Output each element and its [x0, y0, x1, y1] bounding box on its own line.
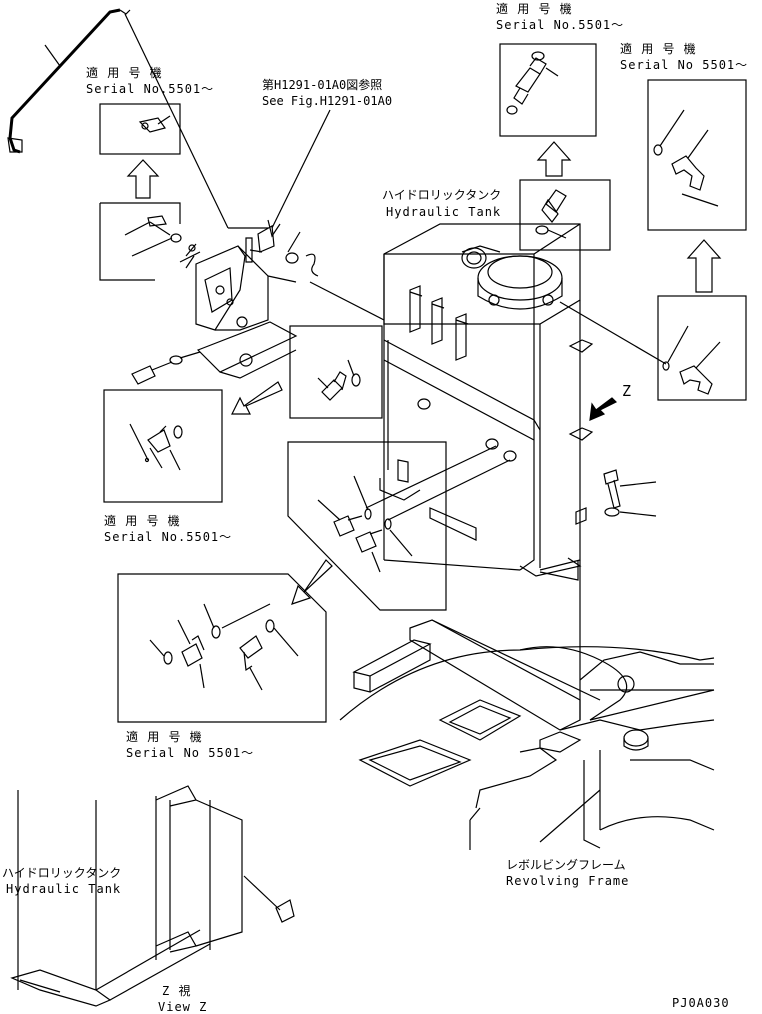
detail-box-top-center: [499, 43, 597, 137]
frame-leader: [539, 789, 601, 843]
arrow-head-icon: [267, 219, 281, 238]
serial-label-en: Serial No.5501～: [496, 18, 625, 32]
arrow-up-icon-2: [536, 141, 572, 177]
see-fig-label-jp: 第H1291-01A0図参照: [262, 78, 383, 92]
fitting-pair-icon: [317, 438, 517, 573]
tank-label-en: Hydraulic Tank: [6, 882, 122, 896]
fitting-icon: [138, 115, 171, 133]
bracket-part: [179, 237, 298, 379]
detail-box-top-left: [99, 103, 181, 155]
serial-label-jp: 適 用 号 機: [86, 66, 163, 80]
see-fig-label-en: See Fig.H1291-01A0: [262, 94, 393, 108]
revolving-frame: [339, 619, 715, 850]
leader-line: [44, 44, 61, 67]
detail-box-right: [657, 295, 747, 401]
elbow-fitting-icon-3: [662, 325, 721, 395]
valve-icon: [506, 51, 559, 115]
valve-icon-2: [535, 189, 567, 239]
serial-label-en: Serial No 5501～: [126, 746, 255, 760]
elbow-fitting-icon: [317, 359, 361, 401]
arrow-up-icon-3: [686, 239, 722, 293]
tank-label-jp: ハイドロリックタンク: [382, 188, 502, 202]
serial-label-jp: 適 用 号 機: [126, 730, 203, 744]
view-z-tank: [10, 785, 243, 1007]
plug-icon: [243, 875, 295, 923]
elbow-pipe-icon: [653, 109, 719, 207]
detail-box-center: [287, 441, 447, 611]
detail-box-bottom: [117, 573, 327, 723]
view-label-en: View Z: [158, 1000, 208, 1014]
frame-label-jp: レボルビングフレーム: [506, 858, 626, 872]
detail-box-fitting: [289, 325, 383, 419]
detail-box-mid-left: [103, 389, 223, 503]
tank-label-en: Hydraulic Tank: [386, 205, 502, 219]
detail-box-bolt: [99, 202, 181, 281]
view-letter-label: Z: [622, 382, 633, 400]
arrow-up-icon: [126, 159, 160, 199]
leader-line-right: [559, 301, 667, 365]
bolt-icon: [131, 351, 201, 385]
serial-label-en: Serial No.5501～: [104, 530, 233, 544]
fitting-set-icon: [149, 603, 299, 691]
serial-label-en: Serial No.5501～: [86, 82, 215, 96]
detail-box-top-center-2: [519, 179, 611, 251]
pipe-part: [7, 8, 268, 229]
view-z-arrow-icon: [589, 397, 618, 421]
serial-label-jp: 適 用 号 機: [620, 42, 697, 56]
leader-line-bracket: [309, 281, 385, 321]
serial-label-en: Serial No 5501～: [620, 58, 749, 72]
clamp-part: [257, 225, 319, 277]
drawing-code: PJ0A030: [672, 996, 730, 1010]
view-label-jp: Z 視: [162, 984, 192, 998]
arrow-down-left-icon-2: [291, 559, 333, 605]
bolt-washer-right-icon: [603, 469, 657, 517]
elbow-fitting-icon-2: [129, 423, 183, 471]
frame-label-en: Revolving Frame: [506, 874, 630, 888]
hydraulic-tank: [379, 223, 594, 581]
see-fig-leader: [271, 109, 331, 229]
detail-box-top-right: [647, 79, 747, 231]
bolt-washer-icon: [124, 215, 182, 257]
serial-label-jp: 適 用 号 機: [104, 514, 181, 528]
arrow-down-left-icon: [231, 381, 283, 415]
tank-label-jp: ハイドロリックタンク: [2, 866, 122, 880]
serial-label-jp: 適 用 号 機: [496, 2, 573, 16]
